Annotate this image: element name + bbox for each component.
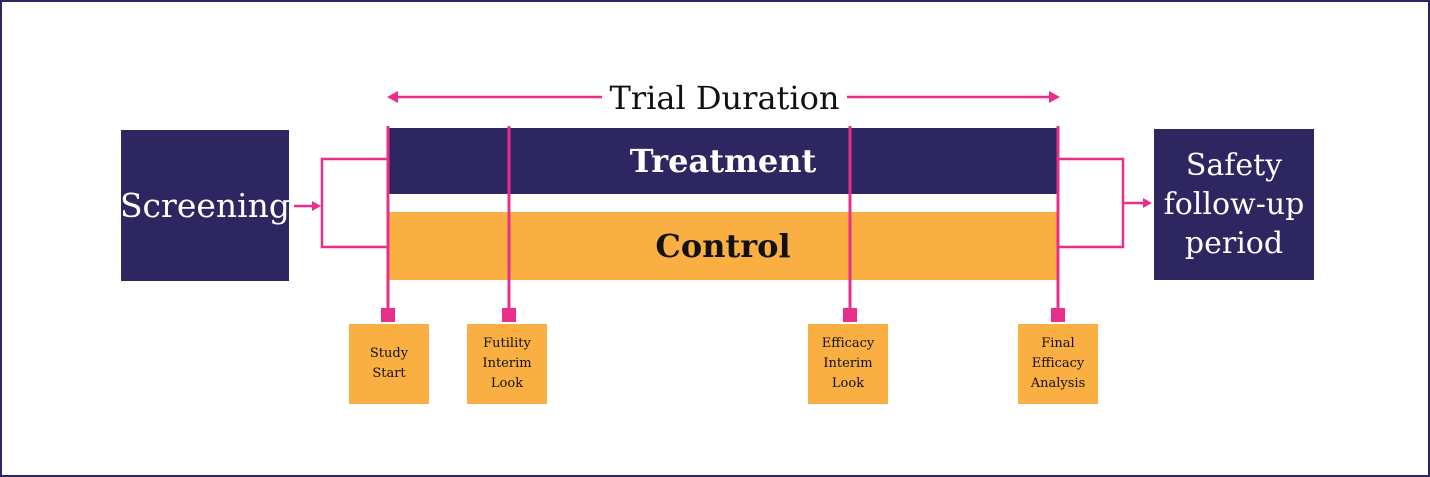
milestone-label-line: Analysis [1030, 376, 1086, 391]
control-bar: Control [388, 212, 1058, 280]
safety-label-line: Safety [1185, 148, 1283, 183]
milestone-label-line: Study [369, 346, 409, 361]
milestone-label-line: Efficacy [821, 336, 875, 351]
milestone-label-line: Interim [823, 356, 873, 371]
treatment-label: Treatment [629, 142, 817, 180]
milestone-label-line: Futility [483, 336, 531, 351]
right-bracket [1058, 157, 1125, 249]
duration-arrow-left-head [387, 91, 398, 103]
milestone-label-line: Start [372, 366, 406, 381]
milestone-efficacy-interim-look: Efficacy Interim Look [808, 324, 888, 404]
futility-marker [502, 308, 516, 322]
safety-arrow-head [1143, 198, 1152, 208]
milestone-final-efficacy-analysis: Final Efficacy Analysis [1018, 324, 1098, 404]
safety-followup-box: Safety follow-up period [1154, 129, 1314, 280]
screening-label: Screening [119, 186, 291, 225]
study-start-marker [381, 308, 395, 322]
duration-arrow-right-head [1049, 91, 1060, 103]
treatment-bar: Treatment [388, 128, 1058, 194]
milestone-label-line: Efficacy [1031, 356, 1085, 371]
safety-label-line: follow-up [1163, 187, 1305, 222]
milestone-label-line: Final [1041, 336, 1075, 351]
safety-label-line: period [1184, 226, 1284, 261]
milestone-futility-interim-look: Futility Interim Look [467, 324, 547, 404]
milestone-study-start: Study Start [349, 324, 429, 404]
final-marker [1051, 308, 1065, 322]
screening-arrow-head [312, 201, 321, 211]
control-label: Control [655, 227, 791, 265]
milestone-label-line: Look [831, 376, 865, 391]
milestone-label-line: Look [490, 376, 524, 391]
efficacy-marker [843, 308, 857, 322]
screening-box: Screening [119, 130, 291, 281]
milestone-label-line: Interim [482, 356, 532, 371]
left-bracket [320, 157, 388, 249]
trial-duration-label: Trial Duration [602, 75, 847, 121]
